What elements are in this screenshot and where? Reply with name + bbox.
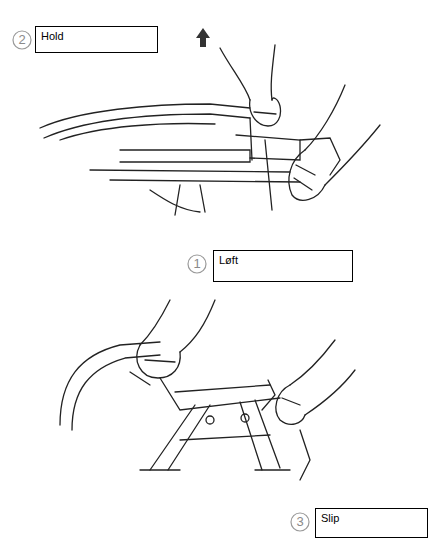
callout-circle — [291, 513, 309, 531]
instruction-text: Slip — [321, 512, 422, 524]
label-box: Slip — [315, 508, 428, 538]
callout-circle — [13, 31, 31, 49]
bottom-illustration — [60, 300, 355, 480]
callout-number: 1 — [188, 255, 206, 273]
callout-number: 3 — [291, 513, 309, 531]
instruction-text: Løft — [219, 254, 347, 266]
callout-number: 2 — [13, 31, 31, 49]
instruction-text: Hold — [41, 30, 152, 42]
label-box: Løft — [213, 250, 353, 282]
lift-arrow — [196, 28, 210, 47]
top-illustration — [40, 45, 380, 215]
callout-circle — [188, 255, 206, 273]
label-box: Hold — [35, 26, 158, 53]
